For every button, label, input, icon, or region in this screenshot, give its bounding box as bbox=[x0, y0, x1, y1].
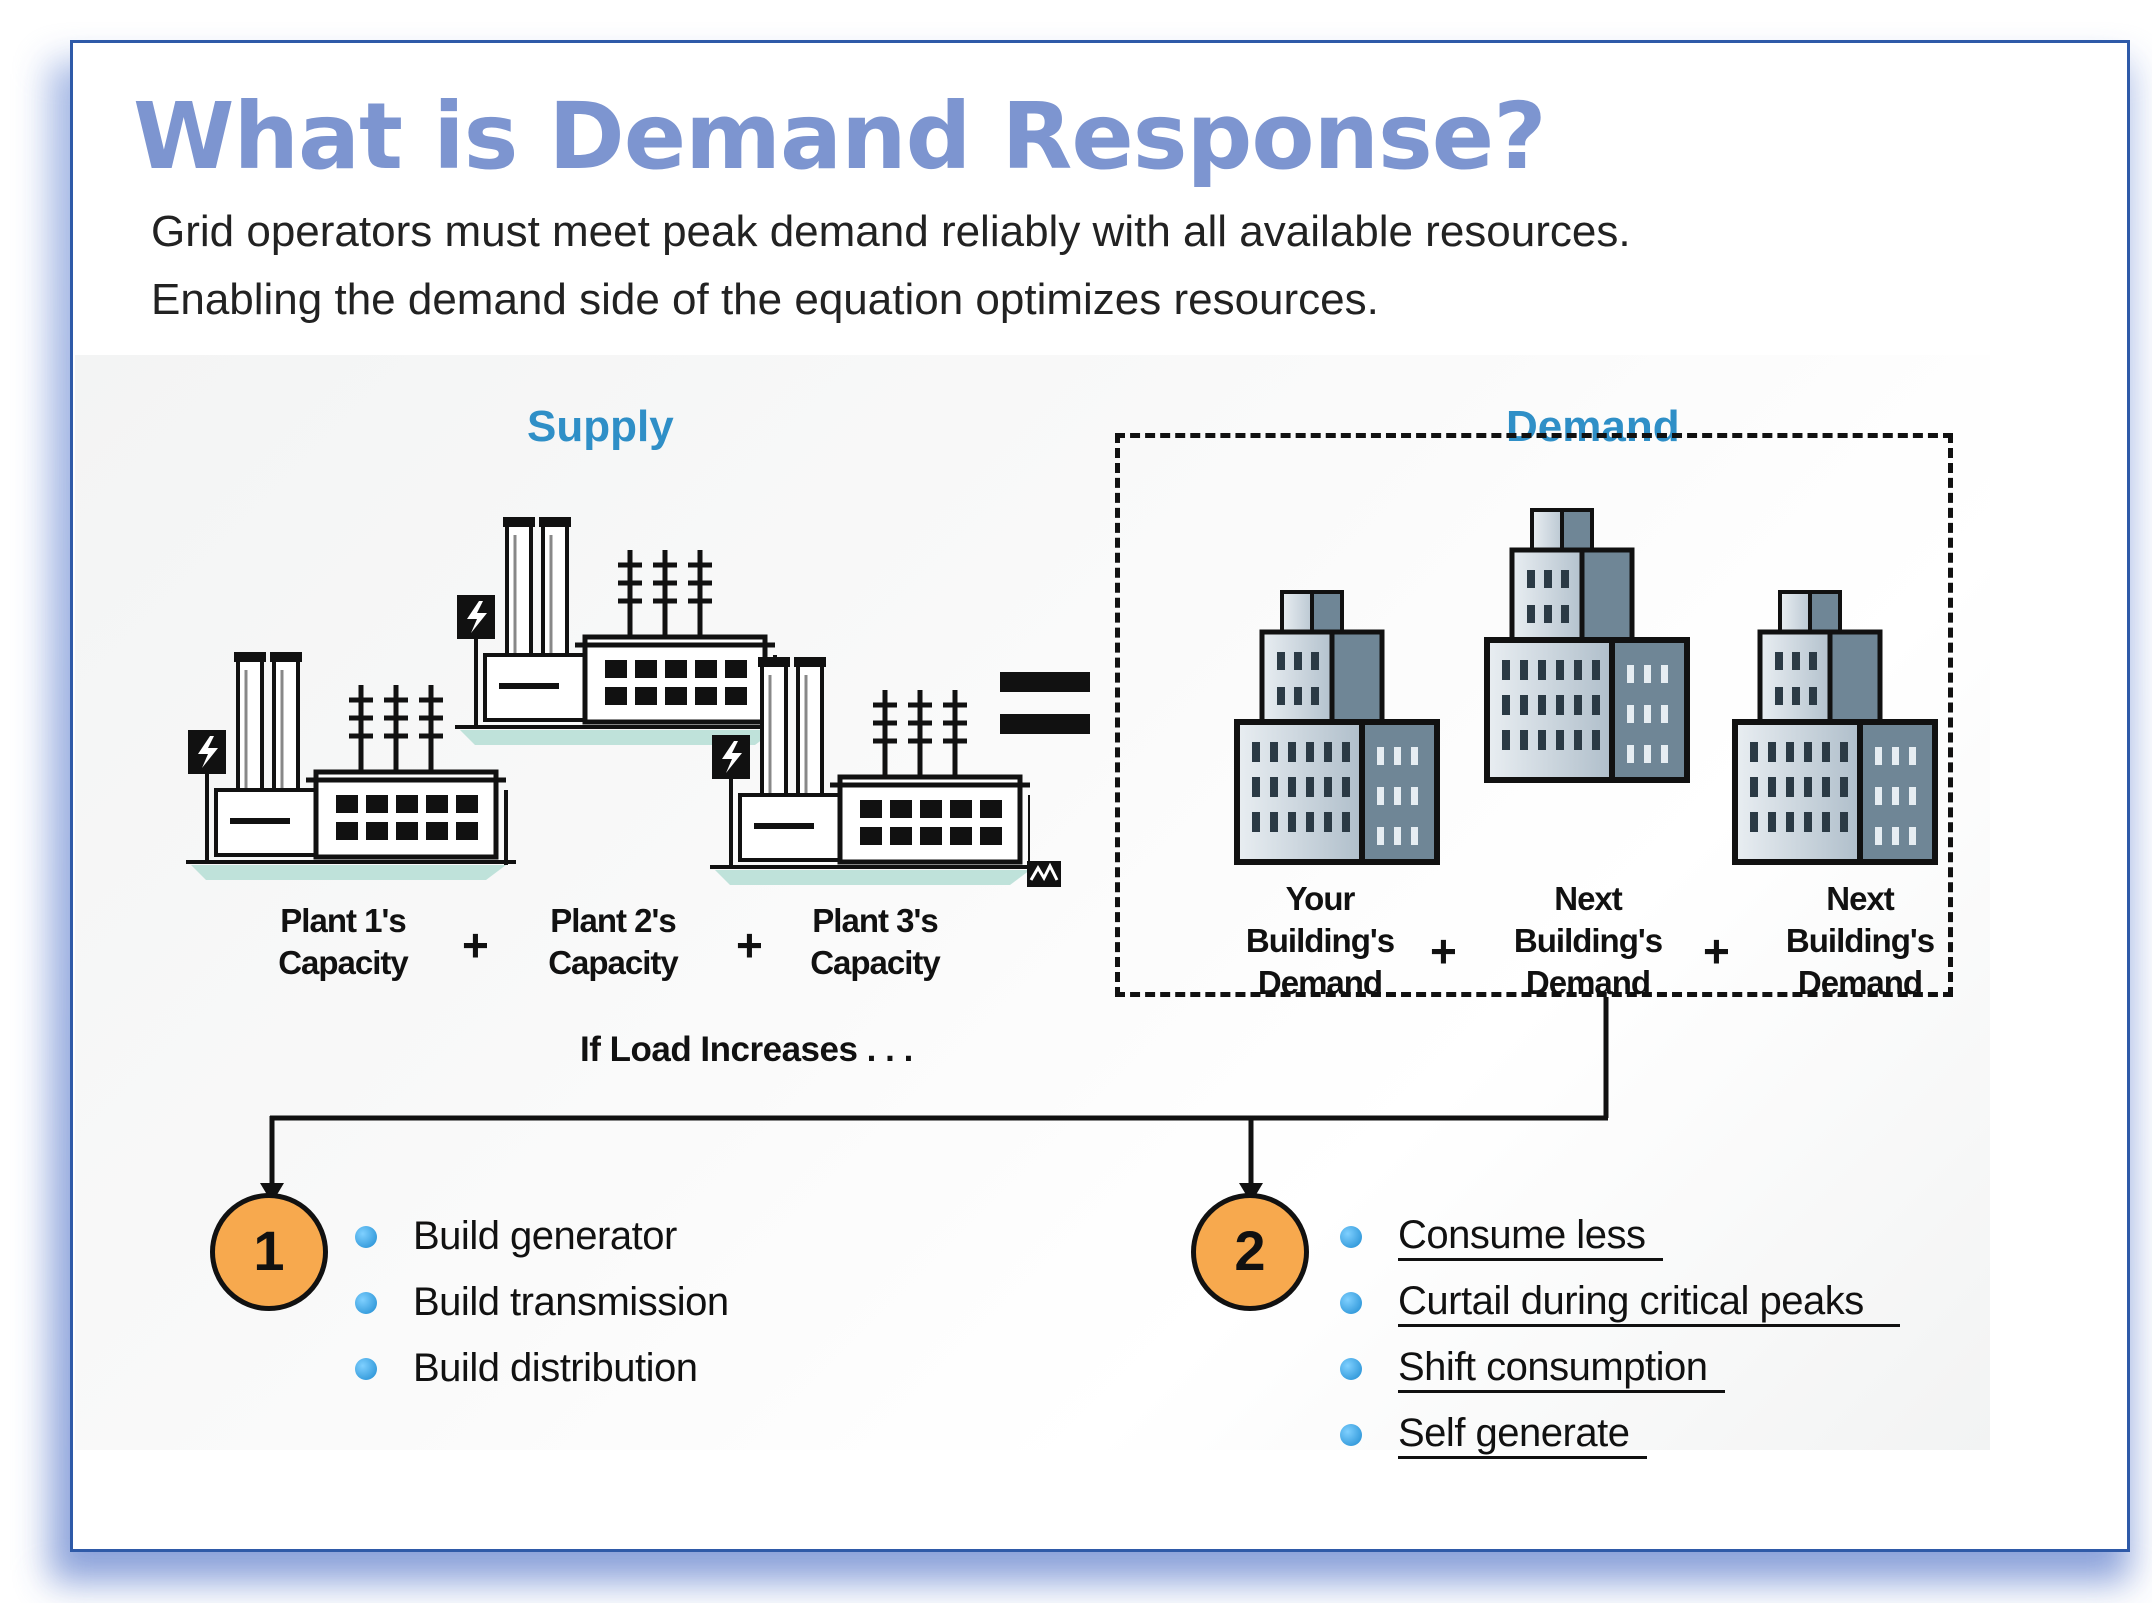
intro-line-2: Enabling the demand side of the equation… bbox=[151, 275, 1379, 324]
option-2-item: Consume less bbox=[1340, 1212, 1664, 1261]
option-2-item: Shift consumption bbox=[1340, 1344, 1726, 1393]
demand-box bbox=[1115, 433, 1953, 997]
bullet-icon bbox=[355, 1225, 377, 1248]
equals-sign bbox=[1000, 672, 1090, 756]
slide-title: What is Demand Response? bbox=[133, 83, 1547, 190]
bullet-icon bbox=[1340, 1357, 1362, 1380]
option-2-item: Curtail during critical peaks bbox=[1340, 1278, 1900, 1327]
plus-sign: + bbox=[1703, 925, 1730, 977]
bullet-icon bbox=[1340, 1225, 1362, 1248]
option-1-item: Build generator bbox=[355, 1214, 677, 1259]
option-1-item: Build distribution bbox=[355, 1346, 698, 1391]
plus-sign: + bbox=[462, 919, 489, 971]
demand-heading: Demand bbox=[1506, 402, 1680, 451]
plus-sign: + bbox=[1430, 925, 1457, 977]
bullet-icon bbox=[355, 1357, 377, 1380]
option-2-item: Self generate bbox=[1340, 1410, 1648, 1459]
option-1-item: Build transmission bbox=[355, 1280, 729, 1325]
logo-mark-icon bbox=[1027, 861, 1061, 887]
bullet-icon bbox=[355, 1291, 377, 1314]
bullet-icon bbox=[1340, 1423, 1362, 1446]
plus-sign: + bbox=[736, 919, 763, 971]
option-1-circle: 1 bbox=[210, 1193, 328, 1311]
intro-line-1: Grid operators must meet peak demand rel… bbox=[151, 207, 1631, 256]
supply-heading: Supply bbox=[527, 402, 674, 451]
diagram-background bbox=[75, 355, 1990, 1450]
load-increases-label: If Load Increases . . . bbox=[580, 1030, 913, 1069]
option-2-circle: 2 bbox=[1191, 1193, 1309, 1311]
bullet-icon bbox=[1340, 1291, 1362, 1314]
